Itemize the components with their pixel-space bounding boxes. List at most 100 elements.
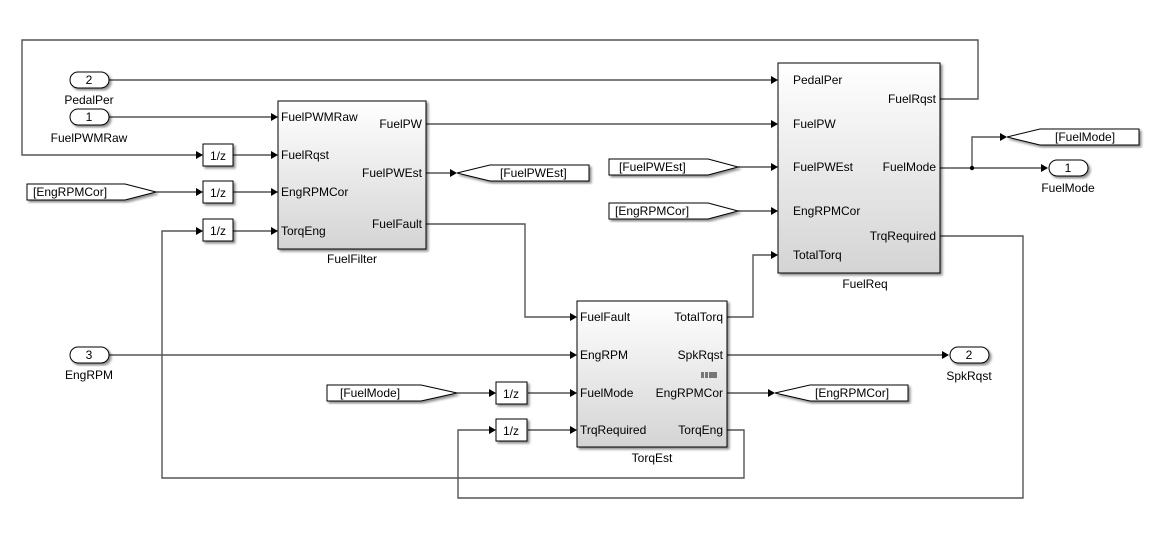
goto-engrpmcor[interactable]: [EngRPMCor] xyxy=(774,384,909,402)
inport-pedalper[interactable]: 2 PedalPer xyxy=(64,71,114,107)
library-link-icon xyxy=(701,372,717,378)
port-in-trqrequired: TrqRequired xyxy=(580,423,646,437)
delay-label: 1/z xyxy=(503,387,519,401)
arrow-head xyxy=(489,426,496,434)
outport-shape xyxy=(1048,159,1089,177)
port-out-spkrqst: SpkRqst xyxy=(678,348,724,362)
outport-spkrqst[interactable]: 2 SpkRqst xyxy=(946,346,992,383)
inport-number: 1 xyxy=(86,110,93,124)
subsystem-name: FuelReq xyxy=(842,277,887,291)
subsystem-name: TorqEst xyxy=(632,451,673,465)
arrow-head xyxy=(771,251,778,259)
delay-label: 1/z xyxy=(210,186,226,200)
inport-label: PedalPer xyxy=(64,93,113,107)
port-in-fuelrqst: FuelRqst xyxy=(281,148,330,162)
port-in-fuelpwmraw: FuelPWMRaw xyxy=(281,110,358,124)
arrow-head xyxy=(1041,164,1048,172)
from-fuelpwest[interactable]: [FuelPWEst] xyxy=(608,158,740,176)
port-out-fuelfault: FuelFault xyxy=(372,217,423,231)
inport-shape xyxy=(69,108,110,126)
wire-trqrequired-feedback[interactable] xyxy=(457,235,1024,499)
from-shape xyxy=(326,384,458,402)
from-label: [EngRPMCor] xyxy=(615,204,689,218)
goto-fuelpwest[interactable]: [FuelPWEst] xyxy=(456,164,590,182)
subsystem-body xyxy=(277,100,427,250)
subsystem-name: FuelFilter xyxy=(327,252,377,266)
outport-number: 1 xyxy=(1065,161,1072,175)
goto-label: [EngRPMCor] xyxy=(815,386,889,400)
arrow-head xyxy=(196,151,203,159)
arrow-head xyxy=(768,389,775,397)
arrow-head xyxy=(489,389,496,397)
port-in-torqeng: TorqEng xyxy=(281,224,326,238)
arrow-head xyxy=(771,163,778,171)
unit-delay-2[interactable]: 1/z xyxy=(202,180,234,204)
inport-number: 2 xyxy=(86,73,93,87)
from-shape xyxy=(608,202,740,220)
goto-shape xyxy=(456,164,590,182)
port-out-fuelmode: FuelMode xyxy=(883,160,937,174)
delay-label: 1/z xyxy=(210,224,226,238)
port-in-fuelpwest: FuelPWEst xyxy=(793,160,854,174)
arrow-head xyxy=(942,351,949,359)
wire-fuelfault[interactable] xyxy=(426,223,570,318)
arrow-head xyxy=(771,207,778,215)
inport-number: 3 xyxy=(86,348,93,362)
delay-label: 1/z xyxy=(210,149,226,163)
port-in-fuelmode: FuelMode xyxy=(580,386,634,400)
arrow-head xyxy=(271,113,278,121)
subsystem-torqest[interactable]: FuelFault EngRPM FuelMode TrqRequired To… xyxy=(576,300,728,465)
port-out-fuelrqst: FuelRqst xyxy=(888,92,937,106)
goto-shape xyxy=(1006,128,1140,146)
outport-number: 2 xyxy=(966,348,973,362)
port-in-engrpm: EngRPM xyxy=(580,348,628,362)
from-label: [FuelPWEst] xyxy=(619,160,686,174)
arrow-head xyxy=(1000,133,1007,141)
subsystem-fuelreq[interactable]: PedalPer FuelPW FuelPWEst EngRPMCor Tota… xyxy=(777,62,941,291)
arrow-head xyxy=(570,351,577,359)
port-out-engrpmcor: EngRPMCor xyxy=(656,386,723,400)
from-shape xyxy=(608,158,740,176)
port-in-totaltorq: TotalTorq xyxy=(793,248,842,262)
unit-delay-5[interactable]: 1/z xyxy=(495,418,528,442)
unit-delay-3[interactable]: 1/z xyxy=(202,218,234,242)
wire-torqeng-feedback[interactable] xyxy=(161,230,745,479)
goto-label: [FuelMode] xyxy=(1055,130,1115,144)
from-shape xyxy=(26,183,157,201)
wire-fuelmode-branch[interactable] xyxy=(971,136,1000,168)
port-out-fuelpw: FuelPW xyxy=(379,117,422,131)
arrow-head xyxy=(196,227,203,235)
port-in-fuelfault: FuelFault xyxy=(580,310,631,324)
arrow-head xyxy=(271,151,278,159)
goto-label: [FuelPWEst] xyxy=(500,166,567,180)
delay-label: 1/z xyxy=(503,424,519,438)
arrow-head xyxy=(450,169,457,177)
wire-fuelrqst-feedback[interactable] xyxy=(21,39,979,156)
arrow-head xyxy=(570,426,577,434)
inport-fuelpwmraw[interactable]: 1 FuelPWMRaw xyxy=(51,108,128,145)
goto-fuelmode[interactable]: [FuelMode] xyxy=(1006,128,1140,146)
port-out-totaltorq: TotalTorq xyxy=(674,310,723,324)
port-in-pedalper: PedalPer xyxy=(793,73,842,87)
from-engrpmcor-1[interactable]: [EngRPMCor] xyxy=(26,183,157,201)
arrow-head xyxy=(771,76,778,84)
unit-delay-4[interactable]: 1/z xyxy=(495,381,528,405)
from-engrpmcor-2[interactable]: [EngRPMCor] xyxy=(608,202,740,220)
arrow-head xyxy=(271,188,278,196)
delay-shape xyxy=(495,418,528,442)
arrow-head xyxy=(196,188,203,196)
port-in-fuelpw: FuelPW xyxy=(793,117,836,131)
from-fuelmode[interactable]: [FuelMode] xyxy=(326,384,458,402)
port-out-fuelpwest: FuelPWEst xyxy=(362,166,423,180)
outport-shape xyxy=(949,346,990,364)
arrow-head xyxy=(271,227,278,235)
subsystem-fuelfilter[interactable]: FuelPWMRaw FuelRqst EngRPMCor TorqEng Fu… xyxy=(277,100,427,266)
arrow-head xyxy=(570,313,577,321)
branch-point xyxy=(969,165,975,171)
outport-fuelmode[interactable]: 1 FuelMode xyxy=(1041,159,1095,195)
unit-delay-1[interactable]: 1/z xyxy=(202,143,234,167)
inport-engrpm[interactable]: 3 EngRPM xyxy=(65,346,113,382)
wire-totaltorq[interactable] xyxy=(727,254,771,318)
inport-shape xyxy=(69,71,110,89)
